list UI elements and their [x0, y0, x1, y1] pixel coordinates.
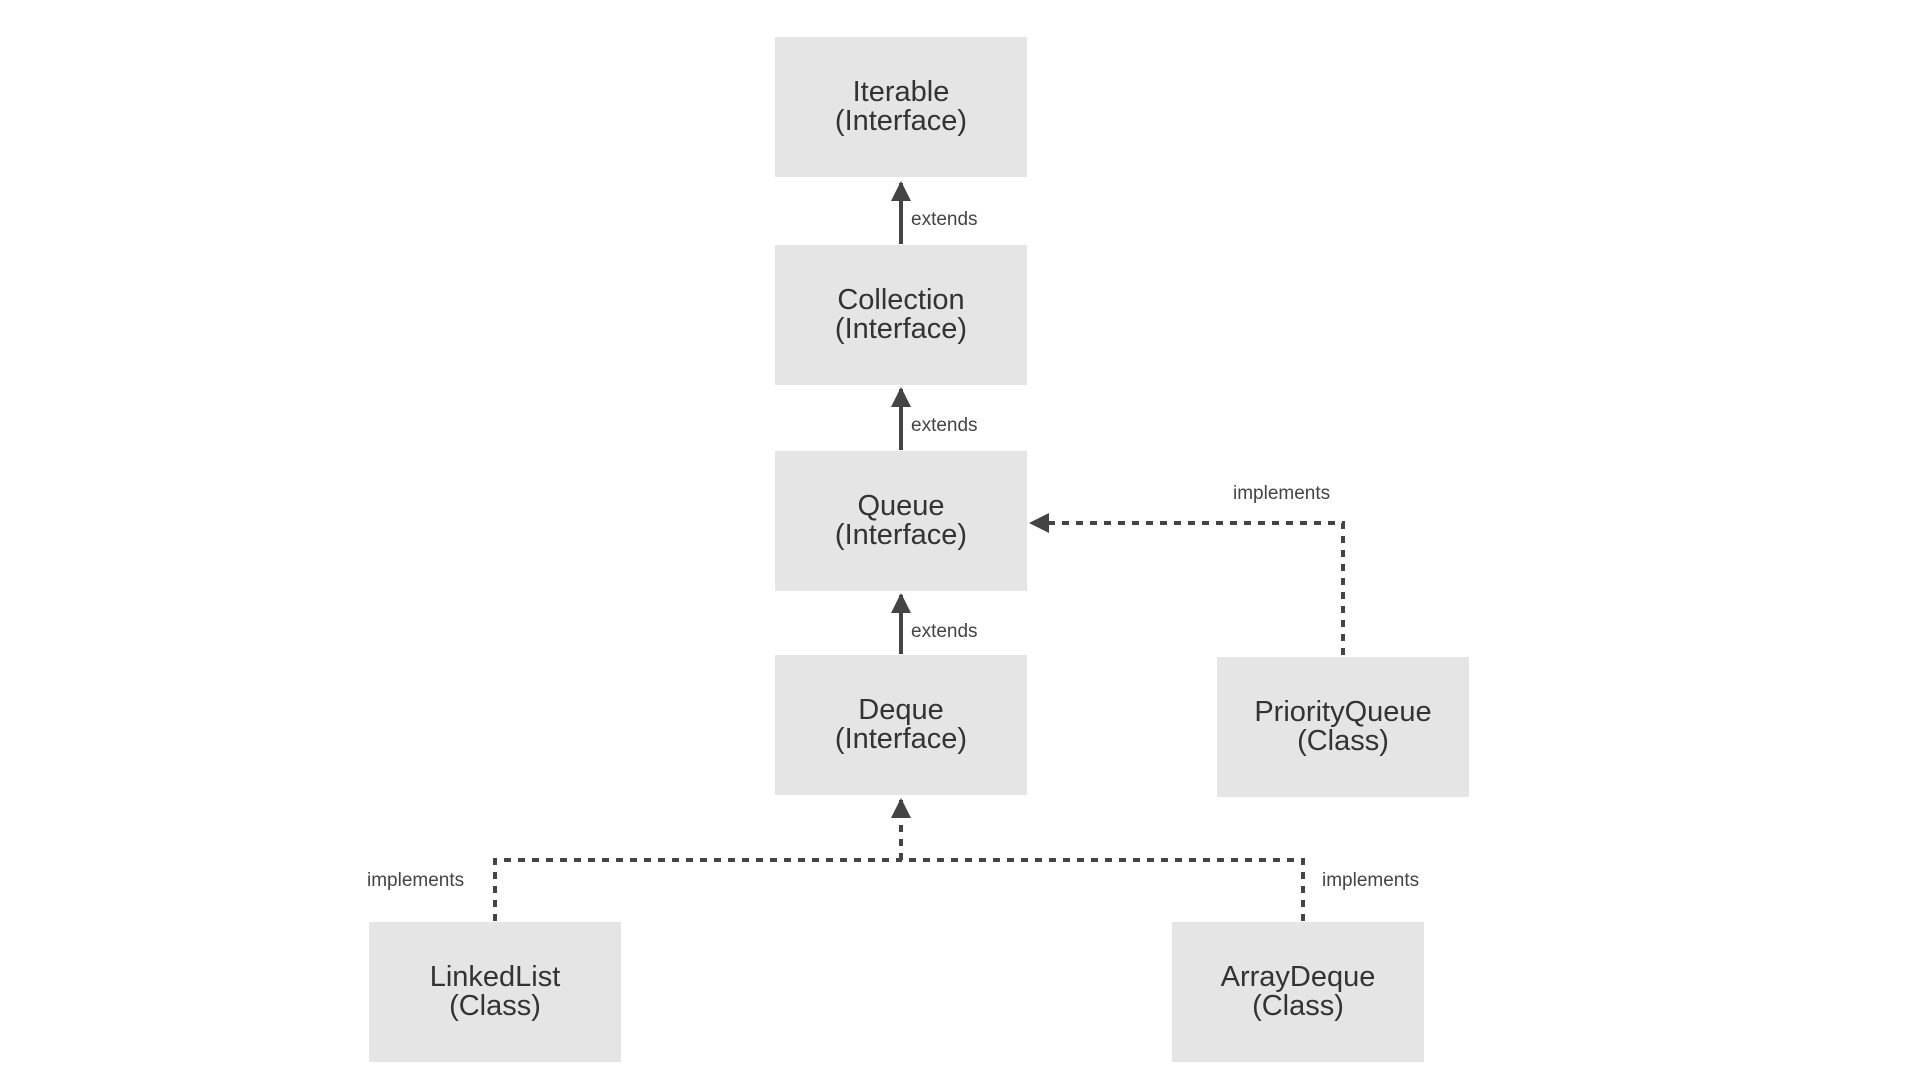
node-collection-kind: (Interface) — [834, 313, 968, 345]
node-iterable-name: Iterable — [852, 76, 950, 108]
node-deque-kind: (Interface) — [834, 723, 968, 755]
node-deque-name: Deque — [858, 694, 944, 726]
node-linkedlist: LinkedList (Class) — [369, 922, 621, 1062]
node-queue: Queue (Interface) — [775, 451, 1027, 591]
node-iterable-kind: (Interface) — [834, 105, 968, 137]
edge-label-extends: extends — [911, 621, 978, 642]
node-queue-kind: (Interface) — [834, 519, 968, 551]
node-queue-name: Queue — [857, 490, 945, 522]
edge-priorityqueue-implements-queue — [1029, 513, 1345, 655]
edge-label-implements: implements — [367, 870, 465, 891]
node-iterable: Iterable (Interface) — [775, 37, 1027, 177]
node-linkedlist-kind: (Class) — [449, 990, 541, 1022]
edge-arraydeque-implements-deque — [901, 858, 1305, 921]
edge-linkedlist-implements-deque — [493, 858, 901, 921]
edge-label-extends: extends — [911, 415, 978, 436]
node-priorityqueue: PriorityQueue (Class) — [1217, 657, 1469, 797]
node-arraydeque-name: ArrayDeque — [1220, 961, 1376, 993]
node-collection: Collection (Interface) — [775, 245, 1027, 385]
node-arraydeque-kind: (Class) — [1252, 990, 1344, 1022]
edge-label-extends: extends — [911, 209, 978, 230]
node-arraydeque: ArrayDeque (Class) — [1172, 922, 1424, 1062]
node-collection-name: Collection — [837, 284, 965, 316]
edge-label-implements: implements — [1322, 870, 1420, 891]
node-priorityqueue-name: PriorityQueue — [1254, 696, 1432, 728]
node-deque: Deque (Interface) — [775, 655, 1027, 795]
edge-label-implements: implements — [1233, 483, 1331, 504]
node-priorityqueue-kind: (Class) — [1297, 725, 1389, 757]
node-linkedlist-name: LinkedList — [429, 961, 561, 993]
